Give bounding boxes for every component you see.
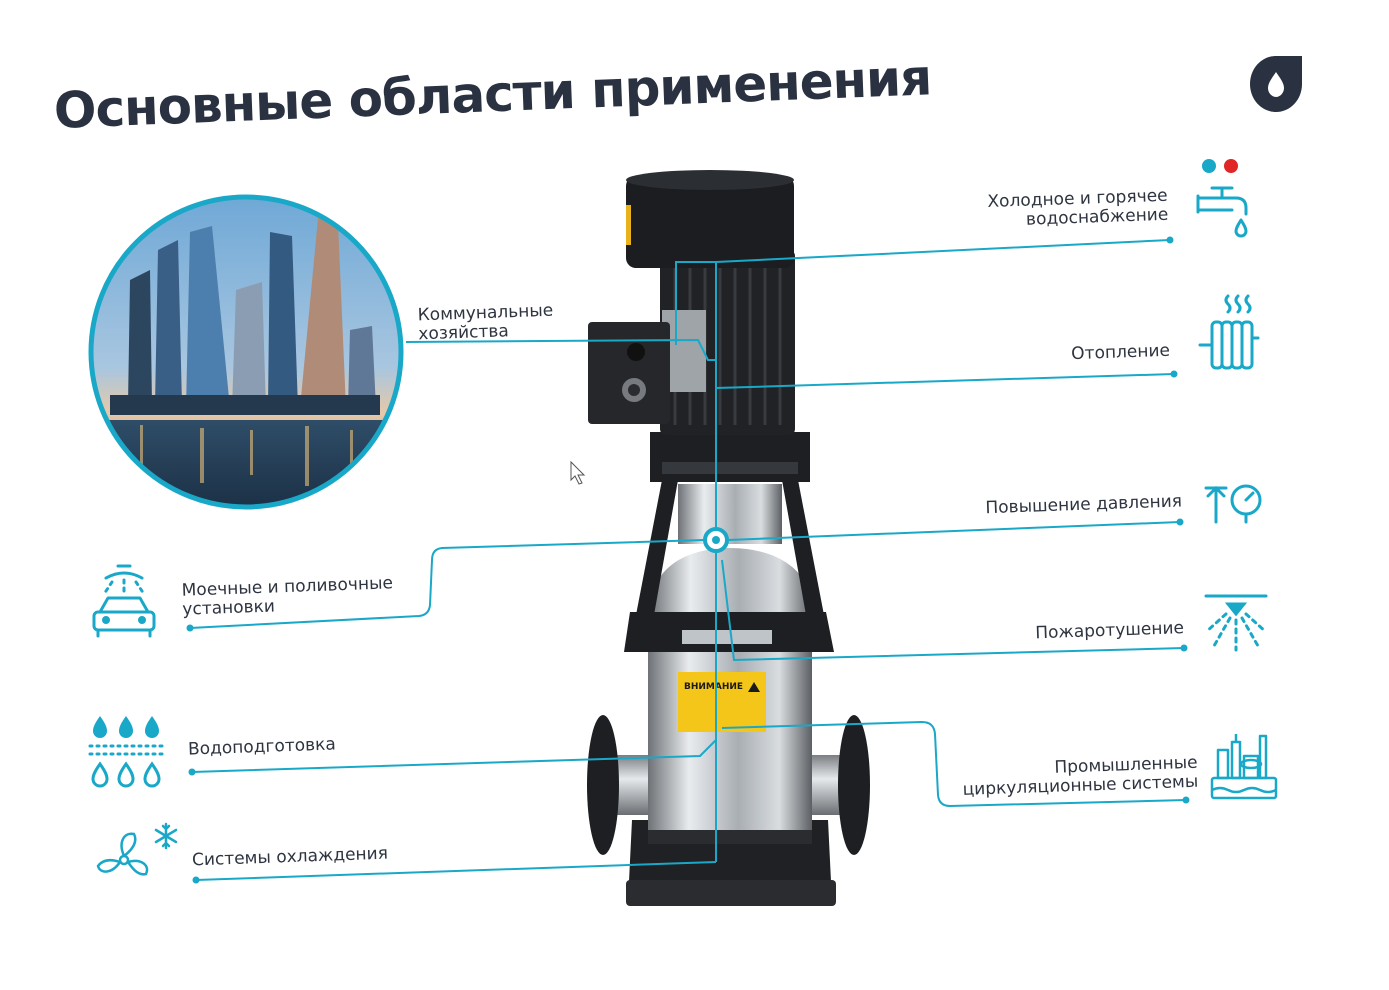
label-washing: Моечные и поливочные установки <box>181 573 394 620</box>
radiator-icon <box>1198 294 1260 370</box>
warning-label: ВНИМАНИЕ <box>684 682 743 692</box>
fan-snowflake-icon <box>96 822 178 876</box>
label-water-supply: Холодное и горячее водоснабжение <box>987 185 1169 230</box>
water-filter-icon <box>88 716 164 788</box>
faucet-icon <box>1196 159 1248 238</box>
connector-lines <box>189 239 1187 881</box>
factory-icon <box>1210 734 1278 800</box>
connector-dots <box>186 236 1190 884</box>
pump-image: ВНИМАНИЕ <box>587 170 870 906</box>
warning-sticker <box>678 672 766 732</box>
brand-drop-logo <box>1250 56 1302 112</box>
pressure-gauge-icon <box>1204 484 1262 524</box>
mouse-cursor-icon <box>570 460 586 485</box>
car-wash-icon <box>92 564 156 638</box>
sprinkler-icon <box>1204 594 1268 652</box>
label-utilities: Коммунальные хозяйства <box>417 300 554 345</box>
city-photo <box>92 198 400 506</box>
city-photo-border <box>88 194 404 510</box>
